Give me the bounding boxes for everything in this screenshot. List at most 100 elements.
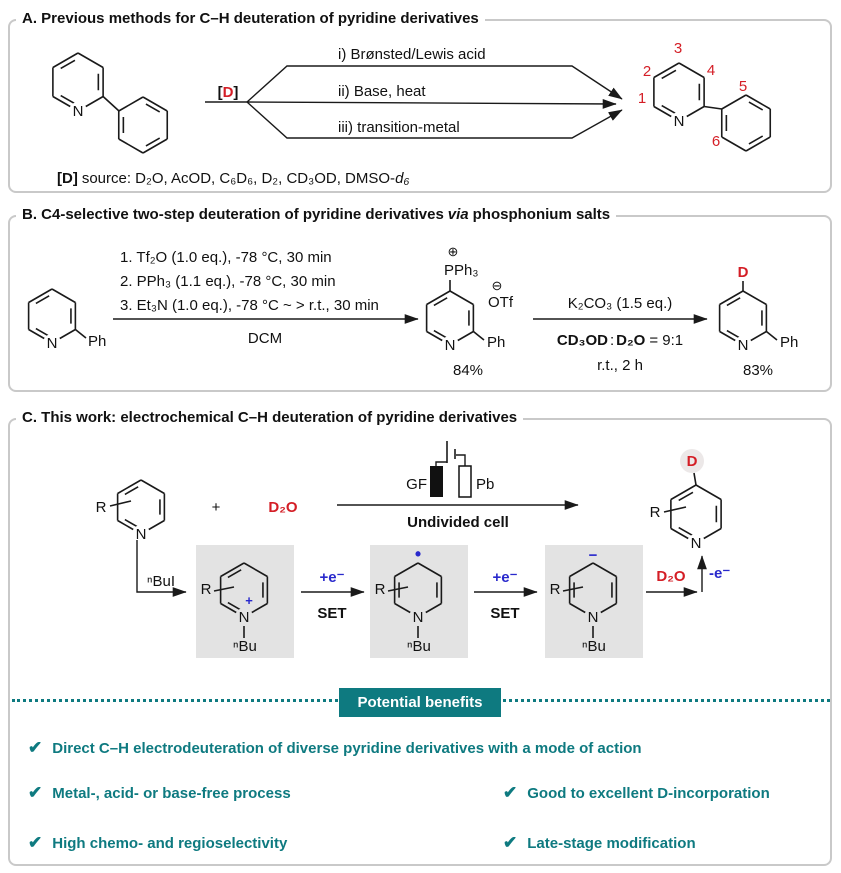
position-number-3: 3 — [674, 40, 682, 57]
species-anion: R N − ⁿBu — [550, 547, 618, 655]
reactant-2-phenylpyridine-b: N Ph — [27, 288, 106, 352]
product-r-pyridine-d: D R N — [650, 449, 722, 552]
reactant-r-pyridine: R N — [96, 479, 166, 543]
benefit-item-4: ✔ Good to excellent D-incorporation — [503, 783, 770, 803]
plus-sign: + — [212, 499, 221, 516]
check-icon: ✔ — [28, 833, 43, 852]
panel-a-title: A. Previous methods for C–H deuteration … — [16, 10, 485, 28]
d-source-list: [D]source: D₂O, AcOD, C₆D₆, D₂, CD₃OD, D… — [57, 170, 409, 187]
pph3-label: PPh₃ — [444, 262, 478, 279]
nitrogen-label: N — [738, 337, 749, 354]
nitrogen-label: N — [136, 526, 147, 543]
d-bond — [693, 472, 697, 486]
pyridine-ring — [425, 290, 475, 354]
panel-b-title-pre: B. C4-selective two-step deuteration of … — [22, 206, 444, 223]
gf-label: GF — [406, 476, 427, 493]
pb-label: Pb — [476, 476, 494, 493]
condition-3: 3. Et₃N (1.0 eq.), -78 °C ~ > r.t., 30 m… — [120, 297, 379, 314]
minus-e-label: -e⁻ — [709, 565, 730, 582]
set-label: SET — [317, 605, 346, 622]
nbui-elbow-arrow — [136, 540, 187, 597]
dihydropyridine-ring — [393, 562, 443, 626]
reactant-2-phenylpyridine: N — [52, 52, 169, 154]
aryl-bond — [102, 95, 120, 112]
plus-charge: + — [245, 593, 253, 608]
nbui-label: ⁿBuI — [147, 573, 175, 590]
position-number-5: 5 — [739, 78, 747, 95]
pyridine-ring — [653, 62, 705, 130]
panel-b-title-post: phosphonium salts — [472, 206, 611, 223]
panel-b-title: B. C4-selective two-step deuteration of … — [16, 206, 617, 224]
solvent-label: DCM — [248, 330, 282, 347]
dihydropyridine-ring — [568, 562, 618, 626]
nitrogen-label: N — [691, 535, 702, 552]
condition-5: r.t., 2 h — [597, 357, 643, 374]
benefit-item-5: ✔ Late-stage modification — [503, 833, 696, 853]
wire-left — [435, 461, 447, 467]
condition-4: K₂CO₃ (1.5 eq.) — [568, 295, 672, 312]
wire-right — [456, 454, 466, 467]
pyridine-ring — [670, 484, 722, 552]
deuterium-label: D — [687, 453, 698, 470]
panel-a-title-text: A. Previous methods for C–H deuteration … — [22, 10, 479, 27]
nitrogen-label: N — [445, 337, 456, 354]
deuterated-product-b: N D Ph 83% — [718, 264, 798, 379]
pyridine-ring — [116, 479, 166, 543]
d2o-label: D₂O — [268, 499, 297, 516]
r-group-label: R — [650, 504, 661, 521]
pyridine-ring — [52, 52, 104, 120]
phenyl-ring — [117, 96, 169, 154]
check-icon: ✔ — [28, 783, 43, 802]
species-pyridinium: R N + ⁿBu — [201, 562, 269, 655]
benefit-text: Metal-, acid- or base-free process — [52, 785, 291, 802]
r-group-label: R — [201, 581, 212, 598]
condition-2: 2. PPh₃ (1.1 eq.), -78 °C, 30 min — [120, 273, 336, 290]
species-radical: R N • ⁿBu — [375, 544, 443, 655]
r-bond — [663, 506, 687, 513]
nitrogen-label: N — [73, 103, 84, 120]
deuterium-label: D — [738, 264, 749, 281]
check-icon: ✔ — [28, 738, 43, 757]
yield-label: 84% — [453, 362, 483, 379]
d-source-label: [D] — [218, 84, 239, 101]
benefit-text: Late-stage modification — [527, 835, 696, 852]
branch-arrow-3 — [246, 101, 623, 139]
r-bond — [387, 586, 409, 592]
pyridinium-ring — [219, 562, 269, 626]
check-icon: ✔ — [503, 783, 518, 802]
nitrogen-label: N — [674, 113, 685, 130]
check-icon: ✔ — [503, 833, 518, 852]
cathode-pb — [458, 465, 472, 498]
nbu-label: ⁿBu — [582, 638, 606, 655]
nitrogen-label: N — [588, 609, 599, 626]
benefit-item-3: ✔High chemo- and regioselectivity — [28, 833, 287, 853]
pyridine-ring — [27, 288, 77, 352]
condition-1: 1. Tf₂O (1.0 eq.), -78 °C, 30 min — [120, 249, 332, 266]
potential-benefits-banner: Potential benefits — [339, 688, 501, 717]
branch-arrow-1 — [246, 65, 623, 103]
benefit-item-1: ✔ Direct C–H electrodeuteration of divers… — [28, 738, 642, 758]
minus-charge: − — [589, 547, 598, 564]
nitrogen-label: N — [413, 609, 424, 626]
ph-bond — [74, 328, 87, 339]
pyridine-ring — [718, 290, 768, 354]
plus-e-label: +e⁻ — [319, 569, 344, 586]
branch-1-label: i) Brønsted/Lewis acid — [338, 46, 486, 63]
position-number-4: 4 — [707, 62, 715, 79]
electrochemical-cell-icon: GF Pb — [406, 441, 494, 498]
position-number-1: 1 — [638, 90, 646, 107]
panel-c-title: C. This work: electrochemical C–H deuter… — [16, 409, 524, 427]
branch-3-label: iii) transition-metal — [338, 119, 460, 136]
benefit-text: Direct C–H electrodeuteration of diverse… — [52, 740, 642, 757]
benefit-text: Good to excellent D-incorporation — [527, 785, 770, 802]
r-bond — [213, 586, 235, 592]
phosphonium-intermediate: N PPh₃ ⊕ ⊖ OTf Ph 84% — [425, 244, 514, 379]
otf-label: OTf — [488, 294, 514, 311]
phenyl-ring — [720, 94, 772, 152]
r-group-label: R — [96, 499, 107, 516]
r-bond — [109, 500, 132, 507]
solvent-ratio: CD₃OD:D₂O= 9:1 — [557, 332, 683, 349]
phenyl-label: Ph — [487, 334, 505, 351]
product-2-phenylpyridine-numbered: N 1 2 3 4 5 6 — [638, 40, 772, 152]
